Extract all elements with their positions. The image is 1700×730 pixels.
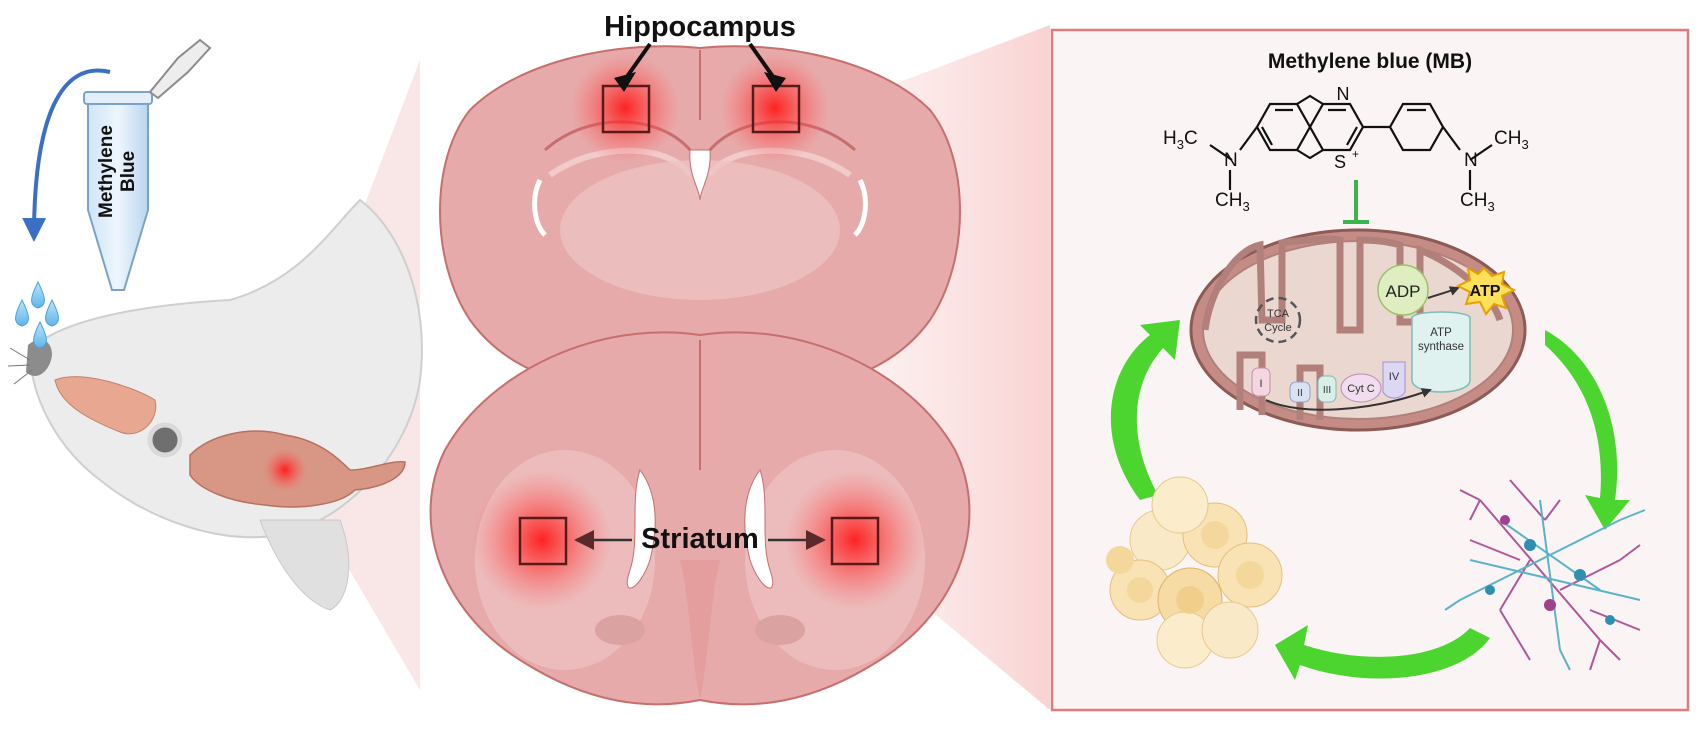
mb-right-ch3-top-sub: 3 bbox=[1521, 137, 1528, 152]
tca-cycle: TCA Cycle bbox=[1254, 296, 1302, 344]
atp-label: ATP bbox=[1470, 283, 1501, 300]
adp-to-atp-arrow bbox=[1427, 286, 1460, 299]
mouse-illustration bbox=[7, 198, 423, 611]
methylene-blue-structure bbox=[1209, 94, 1493, 190]
hippocampus-arrowhead-right bbox=[764, 72, 786, 92]
mb-right-ch3-bottom: CH3 bbox=[1460, 190, 1495, 214]
tube-label-line1: Methylene bbox=[96, 125, 117, 218]
striatum-label: Striatum bbox=[641, 523, 759, 555]
complex-iii bbox=[1317, 375, 1337, 403]
mb-right-ch3-bottom-ch: CH bbox=[1460, 190, 1487, 211]
mb-left-ch3-bottom-ch: CH bbox=[1215, 190, 1242, 211]
atp-synthase: ATP synthase bbox=[1411, 311, 1471, 393]
atp-burst bbox=[1455, 266, 1517, 316]
complex-ii bbox=[1289, 381, 1311, 403]
inhibition-marker bbox=[1343, 180, 1369, 224]
atp-synthase-line1: ATP bbox=[1430, 327, 1452, 339]
hippocampus-arrow-right bbox=[748, 42, 776, 80]
mb-left-ch3-bottom: CH3 bbox=[1215, 190, 1250, 214]
mb-right-ch3-top-ch: CH bbox=[1494, 128, 1521, 149]
hippocampus-label: Hippocampus bbox=[604, 11, 796, 43]
mb-left-ch3-top: H3C bbox=[1163, 128, 1198, 152]
mb-left-ch3-bottom-sub: 3 bbox=[1242, 199, 1249, 214]
complex-ii-label: II bbox=[1297, 388, 1303, 399]
striatum-roi-right bbox=[830, 516, 880, 566]
cyt-c bbox=[1340, 373, 1382, 403]
tube-label-line2: Blue bbox=[118, 151, 139, 192]
complex-iv-label: IV bbox=[1389, 371, 1400, 383]
electron-flow-arrow bbox=[1265, 388, 1432, 411]
tca-label-line1: TCA bbox=[1267, 308, 1290, 320]
adp-circle bbox=[1377, 264, 1429, 316]
panel-title: Methylene blue (MB) bbox=[1268, 50, 1472, 73]
brain-section-hippocampus bbox=[439, 45, 961, 391]
brain-section-striatum bbox=[429, 331, 971, 706]
mouse-eye bbox=[147, 422, 183, 458]
complex-i bbox=[1251, 367, 1271, 397]
mb-left-ch3-top-h: H bbox=[1163, 128, 1177, 149]
mb-right-ch3-bottom-sub: 3 bbox=[1487, 199, 1494, 214]
hippocampus-arrowhead-left bbox=[614, 72, 636, 92]
mb-left-ch3-top-sub: 3 bbox=[1177, 137, 1184, 152]
cycle-arrow-left-up bbox=[1110, 320, 1180, 500]
mb-left-n: N bbox=[1224, 150, 1238, 171]
complex-iv bbox=[1382, 361, 1406, 399]
mouse-brain-small bbox=[189, 430, 406, 508]
striatum-roi-left bbox=[518, 516, 568, 566]
mouse-cheek-muscle bbox=[54, 376, 157, 435]
cycle-arrow-bottom-left bbox=[1275, 625, 1490, 680]
neuron-network bbox=[1444, 479, 1646, 671]
mouse-nose bbox=[26, 339, 52, 376]
mb-ring-n: N bbox=[1337, 84, 1350, 104]
tca-label-line2: Cycle bbox=[1264, 322, 1292, 334]
mb-ring-s-charge: + bbox=[1352, 147, 1359, 161]
hippocampus-arrow-left bbox=[624, 42, 652, 80]
cycle-arrow-right-down bbox=[1545, 330, 1630, 530]
cycle-arrows bbox=[1110, 320, 1630, 680]
complex-i-label: I bbox=[1259, 378, 1262, 390]
atp-synthase-line2: synthase bbox=[1418, 341, 1464, 353]
complex-iii-label: III bbox=[1323, 385, 1331, 396]
dropper-arrow bbox=[22, 68, 111, 242]
striatum-arrowhead-left bbox=[574, 530, 594, 550]
cyt-c-label: Cyt C bbox=[1347, 383, 1375, 395]
adp-label: ADP bbox=[1386, 282, 1421, 301]
methylene-blue-drops bbox=[15, 280, 59, 349]
mb-right-n: N bbox=[1464, 150, 1478, 171]
mb-right-ch3-top: CH3 bbox=[1494, 128, 1529, 152]
mb-ring-s: S bbox=[1334, 152, 1346, 172]
mb-left-ch3-top-c: C bbox=[1184, 128, 1198, 149]
striatum-arrowhead-right bbox=[806, 530, 826, 550]
methylene-blue-tube: Methylene Blue bbox=[83, 38, 212, 291]
cell-cluster bbox=[1106, 476, 1283, 669]
